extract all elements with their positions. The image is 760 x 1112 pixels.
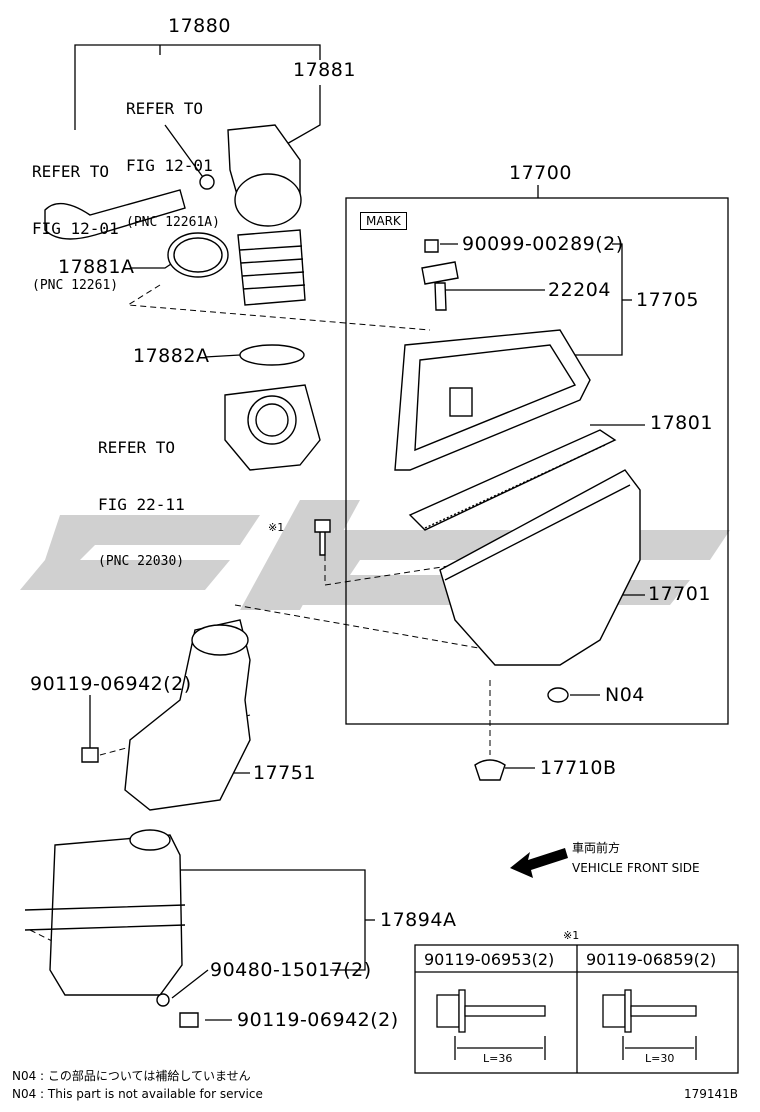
refer-to-fig-22-11[interactable]: REFER TO FIG 22-11 (PNC 22030)	[98, 400, 185, 590]
table-col2-length: L=30	[645, 1052, 675, 1065]
leader-17882A	[204, 354, 241, 358]
label-22204[interactable]: 22204	[548, 279, 611, 301]
case-17701-drawing	[439, 469, 641, 666]
bracket-17894A	[175, 869, 366, 971]
ref3-line3: (PNC 22030)	[98, 554, 185, 569]
table-col2-part[interactable]: 90119-06859(2)	[586, 950, 717, 969]
sensor-22204-drawing	[421, 261, 459, 311]
figure-code: 179141B	[684, 1087, 739, 1101]
leader-17881	[284, 85, 321, 146]
ref1-line2: FIG 12-01	[126, 156, 213, 175]
label-17882A[interactable]: 17882A	[133, 345, 210, 367]
label-17880[interactable]: 17880	[168, 15, 231, 37]
bolt-36-drawing	[436, 989, 546, 1060]
clip-12261A-drawing	[199, 174, 215, 190]
bolt-mark1-drawing	[314, 519, 331, 556]
footnote-jp: N04 : この部品については補給していません	[12, 1069, 251, 1083]
bolt-90099-drawing	[424, 239, 439, 253]
bolt-30-drawing	[602, 989, 697, 1060]
front-side-arrow	[510, 848, 568, 878]
filter-17801-drawing	[408, 429, 617, 531]
bolt-90119-lower-drawing	[179, 1012, 199, 1028]
label-17801[interactable]: 17801	[650, 412, 713, 434]
grommet-N04-drawing	[547, 687, 569, 703]
ref1-line3: (PNC 12261A)	[126, 215, 220, 230]
bolt-90119-upper-drawing	[81, 747, 99, 763]
dash-duct-to-box	[234, 604, 491, 651]
refer-to-fig-12-01-a[interactable]: REFER TO FIG 12-01 (PNC 12261A)	[126, 61, 220, 251]
dash-hose-to-box	[126, 284, 431, 331]
bolt-marker-1: ※1	[268, 521, 285, 534]
clip-90480-drawing	[156, 993, 170, 1007]
label-17700[interactable]: 17700	[509, 162, 572, 184]
grommet-17710B-drawing	[474, 759, 506, 781]
label-17881A[interactable]: 17881A	[58, 256, 135, 278]
footnote-en: N04 : This part is not available for ser…	[12, 1087, 263, 1101]
dash-bolt-to-box	[324, 555, 456, 586]
label-17894A[interactable]: 17894A	[380, 909, 457, 931]
ref3-line2: FIG 22-11	[98, 495, 185, 514]
duct-17751-drawing	[124, 619, 251, 811]
table-marker: ※1	[563, 929, 580, 942]
refer-to-fig-12-01-b[interactable]: REFER TO FIG 12-01 (PNC 12261)	[32, 124, 119, 314]
ref3-line1: REFER TO	[98, 438, 176, 457]
label-90099-00289[interactable]: 90099-00289(2)	[462, 233, 624, 255]
label-17705[interactable]: 17705	[636, 289, 699, 311]
label-17751[interactable]: 17751	[253, 762, 316, 784]
label-17881[interactable]: 17881	[293, 59, 356, 81]
bellows-17880-drawing	[237, 229, 306, 306]
hose-12261-drawing	[44, 189, 186, 240]
table-col1-part[interactable]: 90119-06953(2)	[424, 950, 555, 969]
dash-bolt-duct	[99, 714, 251, 756]
resonator-17894A-drawing	[49, 834, 183, 996]
clamp-17882A-drawing	[239, 344, 305, 366]
leader-ref1	[164, 124, 206, 181]
ref2-line2: FIG 12-01	[32, 219, 119, 238]
front-side-jp: 車両前方	[572, 841, 621, 855]
cap-17705-drawing	[394, 329, 591, 471]
mark-box: MARK	[360, 212, 407, 230]
label-17710B[interactable]: 17710B	[540, 757, 617, 779]
table-col1-length: L=36	[483, 1052, 513, 1065]
leader-17880	[74, 44, 321, 130]
label-90119-06942-upper[interactable]: 90119-06942(2)	[30, 673, 192, 695]
front-side-en: VEHICLE FRONT SIDE	[572, 861, 700, 875]
assembly-17700-frame	[345, 197, 729, 725]
ref2-line3: (PNC 12261)	[32, 278, 119, 293]
label-17701[interactable]: 17701	[648, 583, 711, 605]
label-90119-06942-lower[interactable]: 90119-06942(2)	[237, 1009, 399, 1031]
label-90480-15017[interactable]: 90480-15017(2)	[210, 959, 372, 981]
leader-90480	[171, 969, 209, 999]
label-N04[interactable]: N04	[605, 684, 645, 706]
ref1-line1: REFER TO	[126, 99, 204, 118]
ref2-line1: REFER TO	[32, 162, 110, 181]
